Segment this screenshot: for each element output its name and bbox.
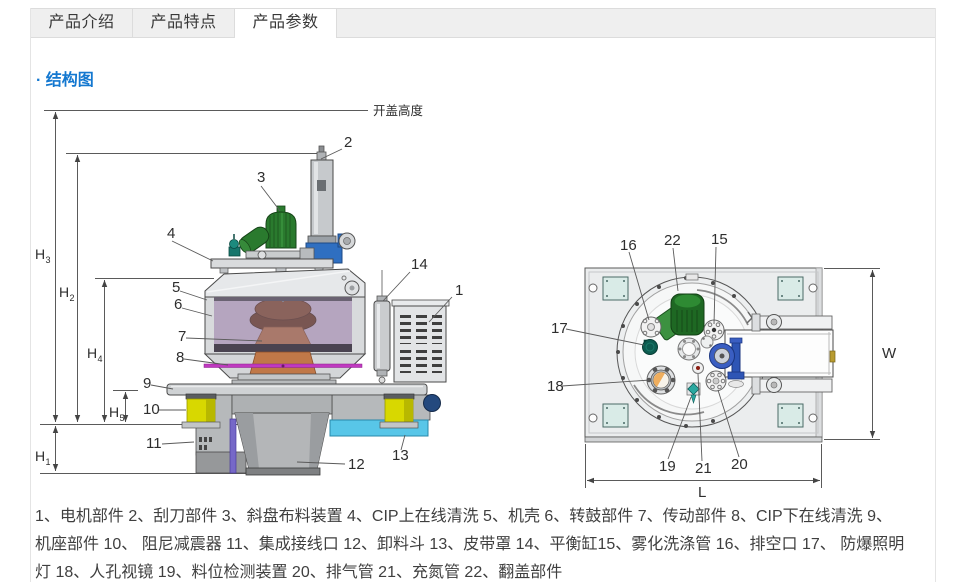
sight-glass-18: [646, 365, 676, 395]
hinge-rail-top: [751, 313, 833, 332]
callout-2: 2: [344, 134, 352, 151]
gearbox: [238, 226, 270, 254]
callout-12: 12: [348, 456, 365, 473]
corner-pad: [602, 276, 629, 301]
content-frame: 产品介绍 产品特点 产品参数 · 结构图: [30, 8, 936, 582]
tab-product-parameters[interactable]: 产品参数: [235, 9, 337, 38]
dim-l: L: [585, 444, 822, 501]
corner-pad: [777, 403, 804, 428]
left-diagram: 开盖高度 H 3 H 2 H 4 H 5 H 1: [35, 103, 463, 476]
callout-17: 17: [551, 320, 568, 337]
callout-11: 11: [146, 435, 162, 452]
control-box: [391, 299, 450, 383]
callout-14: 14: [411, 256, 428, 273]
discharge-cone: [234, 412, 330, 476]
balance-cylinder: [373, 270, 391, 384]
caption-line-3: 灯 18、人孔视镜 19、料位检测装置 20、排气管 21、充氮管 22、翻盖部…: [35, 564, 563, 581]
base-plate: [166, 383, 428, 396]
callout-16: 16: [620, 237, 637, 254]
svg-text:2: 2: [70, 293, 75, 303]
explosion-proof-lamp-17: [642, 339, 658, 355]
callout-22: 22: [664, 232, 681, 249]
casing-bottom: [203, 351, 367, 386]
nitrogen-port-21: [692, 362, 704, 374]
caption-line-2: 机座部件 10、 阻尼减震器 11、集成接线口 12、卸料斗 13、皮带罩 14…: [35, 536, 905, 553]
small-flange: [700, 335, 714, 349]
callout-18: 18: [547, 378, 564, 395]
cip-lower-line: [203, 363, 363, 368]
caption-line-1: 1、电机部件 2、刮刀部件 3、斜盘布料装置 4、CIP上在线清洗 5、机壳 6…: [35, 508, 892, 525]
exhaust-flange-20: [705, 370, 727, 392]
feed-box: [724, 329, 836, 378]
machine-side-view: [166, 145, 450, 476]
damper-left: [181, 393, 221, 429]
callout-10: 10: [143, 401, 160, 418]
callout-7: 7: [178, 328, 186, 345]
vent-flange-16: [640, 316, 662, 338]
linkage: [245, 247, 315, 260]
right-callouts: 16 22 15 17 18 19 21 20: [547, 231, 748, 477]
drum: [249, 297, 317, 348]
svg-text:5: 5: [120, 413, 125, 423]
hinge-rail-bottom: [751, 376, 833, 395]
casing-window: [204, 296, 366, 355]
callout-20: 20: [731, 456, 748, 473]
callout-19: 19: [659, 458, 676, 475]
callout-9: 9: [143, 375, 151, 392]
cylinder-mount-block: [305, 232, 356, 264]
parts-caption: 1、电机部件 2、刮刀部件 3、斜盘布料装置 4、CIP上在线清洗 5、机壳 6…: [35, 503, 904, 582]
dim-h2: H: [59, 284, 69, 300]
section-title: · 结构图: [36, 72, 94, 89]
spray-flange-15: [703, 319, 725, 341]
damper-right: [379, 393, 419, 429]
open-height-label: 开盖高度: [373, 103, 424, 118]
callout-4: 4: [167, 225, 175, 242]
callout-6: 6: [174, 296, 182, 313]
callout-5: 5: [172, 279, 180, 296]
right-diagram: W L 16 22 15 17 18: [547, 231, 897, 501]
cip-valve: [228, 234, 241, 257]
callout-8: 8: [176, 349, 184, 366]
corner-pad: [777, 276, 804, 301]
dimension-lines: 开盖高度 H 3 H 2 H 4 H 5 H 1: [35, 103, 424, 474]
level-sensor-19: [686, 382, 701, 405]
callout-15: 15: [711, 231, 728, 248]
tab-bar: 产品介绍 产品特点 产品参数: [31, 8, 935, 38]
tab-product-features[interactable]: 产品特点: [133, 9, 235, 37]
junction-box: [199, 437, 212, 450]
lift-cylinder: [307, 145, 337, 245]
dim-h5: H: [109, 404, 119, 420]
dim-h1: H: [35, 448, 45, 464]
center-flange: [677, 337, 701, 361]
left-callouts: 2 3 4 5 6 7 8 9 10 11 12 13 14 1: [143, 134, 463, 473]
rear-motor: [423, 394, 441, 412]
dim-w: W: [824, 268, 897, 440]
main-motor: [265, 205, 297, 249]
dim-h4: H: [87, 345, 97, 361]
dim-w-label: W: [882, 345, 897, 362]
corner-pad: [602, 403, 629, 428]
svg-text:1: 1: [46, 457, 51, 467]
casing-cover: [204, 268, 366, 300]
tab-product-intro[interactable]: 产品介绍: [31, 9, 133, 37]
svg-text:3: 3: [46, 255, 51, 265]
callout-3: 3: [257, 169, 265, 186]
dim-l-label: L: [698, 484, 706, 501]
svg-text:4: 4: [98, 354, 103, 364]
scraper-motor-top: [652, 293, 705, 341]
callout-21: 21: [695, 460, 712, 477]
drum-cone-lower: [249, 351, 317, 375]
dim-h3: H: [35, 246, 45, 262]
callout-13: 13: [392, 447, 409, 464]
callout-1: 1: [455, 282, 463, 299]
blue-drive: [709, 337, 745, 388]
junction-stripe: [229, 418, 237, 474]
spray-ring: [696, 289, 749, 326]
